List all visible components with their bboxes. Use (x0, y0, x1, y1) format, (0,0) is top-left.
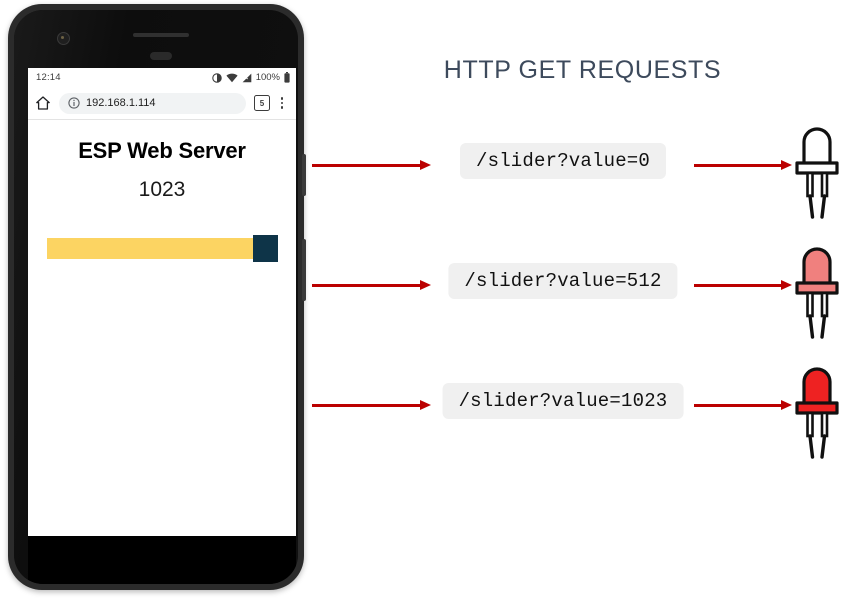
arrow-phone-to-request (312, 400, 432, 410)
status-time: 12:14 (36, 72, 61, 83)
browser-toolbar: 192.168.1.114 5 (28, 87, 296, 120)
menu-dot (280, 101, 284, 105)
led-bright-icon (795, 367, 839, 459)
battery-percent-label: 100% (255, 72, 280, 83)
led-dim-icon (795, 247, 839, 339)
request-label: /slider?value=1023 (442, 383, 684, 419)
diagram-area: HTTP GET REQUESTS /slider?value=0 /slide… (312, 0, 853, 604)
web-page-content: ESP Web Server 1023 (28, 120, 296, 536)
phone-device: 12:14 100% (8, 4, 306, 590)
arrow-shaft (694, 403, 783, 407)
arrow-request-to-led (694, 160, 794, 170)
status-icons: 100% (211, 72, 290, 83)
arrow-head (420, 400, 431, 410)
arrow-phone-to-request (312, 160, 432, 170)
arrow-shaft (694, 163, 783, 167)
request-label: /slider?value=0 (459, 143, 667, 179)
arrow-shaft (312, 163, 422, 167)
request-row: /slider?value=1023 (312, 350, 853, 470)
dnd-icon (211, 72, 222, 83)
volume-button[interactable] (302, 239, 306, 301)
diagram-title: HTTP GET REQUESTS (443, 56, 722, 84)
front-camera-icon (57, 32, 70, 45)
led-off-icon (795, 127, 839, 219)
info-circle-icon (68, 97, 80, 109)
brightness-slider[interactable] (46, 235, 278, 262)
slider-value-readout: 1023 (138, 178, 186, 201)
wifi-icon (226, 73, 238, 82)
page-title: ESP Web Server (78, 138, 246, 163)
slider-track[interactable] (46, 238, 278, 259)
phone-bezel: 12:14 100% (14, 10, 298, 584)
arrow-head (781, 280, 792, 290)
arrow-head (781, 400, 792, 410)
proximity-sensor (150, 52, 172, 60)
arrow-shaft (312, 403, 422, 407)
battery-icon (284, 72, 290, 83)
arrow-head (420, 160, 431, 170)
status-bar: 12:14 100% (28, 68, 296, 87)
arrow-shaft (312, 283, 422, 287)
home-icon[interactable] (35, 95, 51, 111)
earpiece-speaker (133, 33, 189, 37)
arrow-head (420, 280, 431, 290)
request-row: /slider?value=0 (312, 110, 853, 230)
request-label: /slider?value=512 (448, 263, 678, 299)
tab-count-button[interactable]: 5 (254, 95, 270, 111)
request-row: /slider?value=512 (312, 230, 853, 350)
power-button[interactable] (302, 154, 306, 196)
arrow-request-to-led (694, 400, 794, 410)
menu-dot (280, 97, 284, 100)
arrow-head (781, 160, 792, 170)
arrow-phone-to-request (312, 280, 432, 290)
three-dot-menu-icon[interactable] (275, 97, 289, 109)
menu-dot (280, 106, 284, 109)
arrow-request-to-led (694, 280, 794, 290)
url-bar[interactable]: 192.168.1.114 (59, 92, 246, 114)
arrow-shaft (694, 283, 783, 287)
tab-count-label: 5 (259, 98, 265, 108)
signal-icon (242, 73, 251, 82)
screen-bottom-black-area (28, 536, 296, 584)
phone-screen: 12:14 100% (28, 68, 296, 536)
slider-thumb[interactable] (252, 235, 278, 262)
url-text: 192.168.1.114 (86, 97, 156, 109)
